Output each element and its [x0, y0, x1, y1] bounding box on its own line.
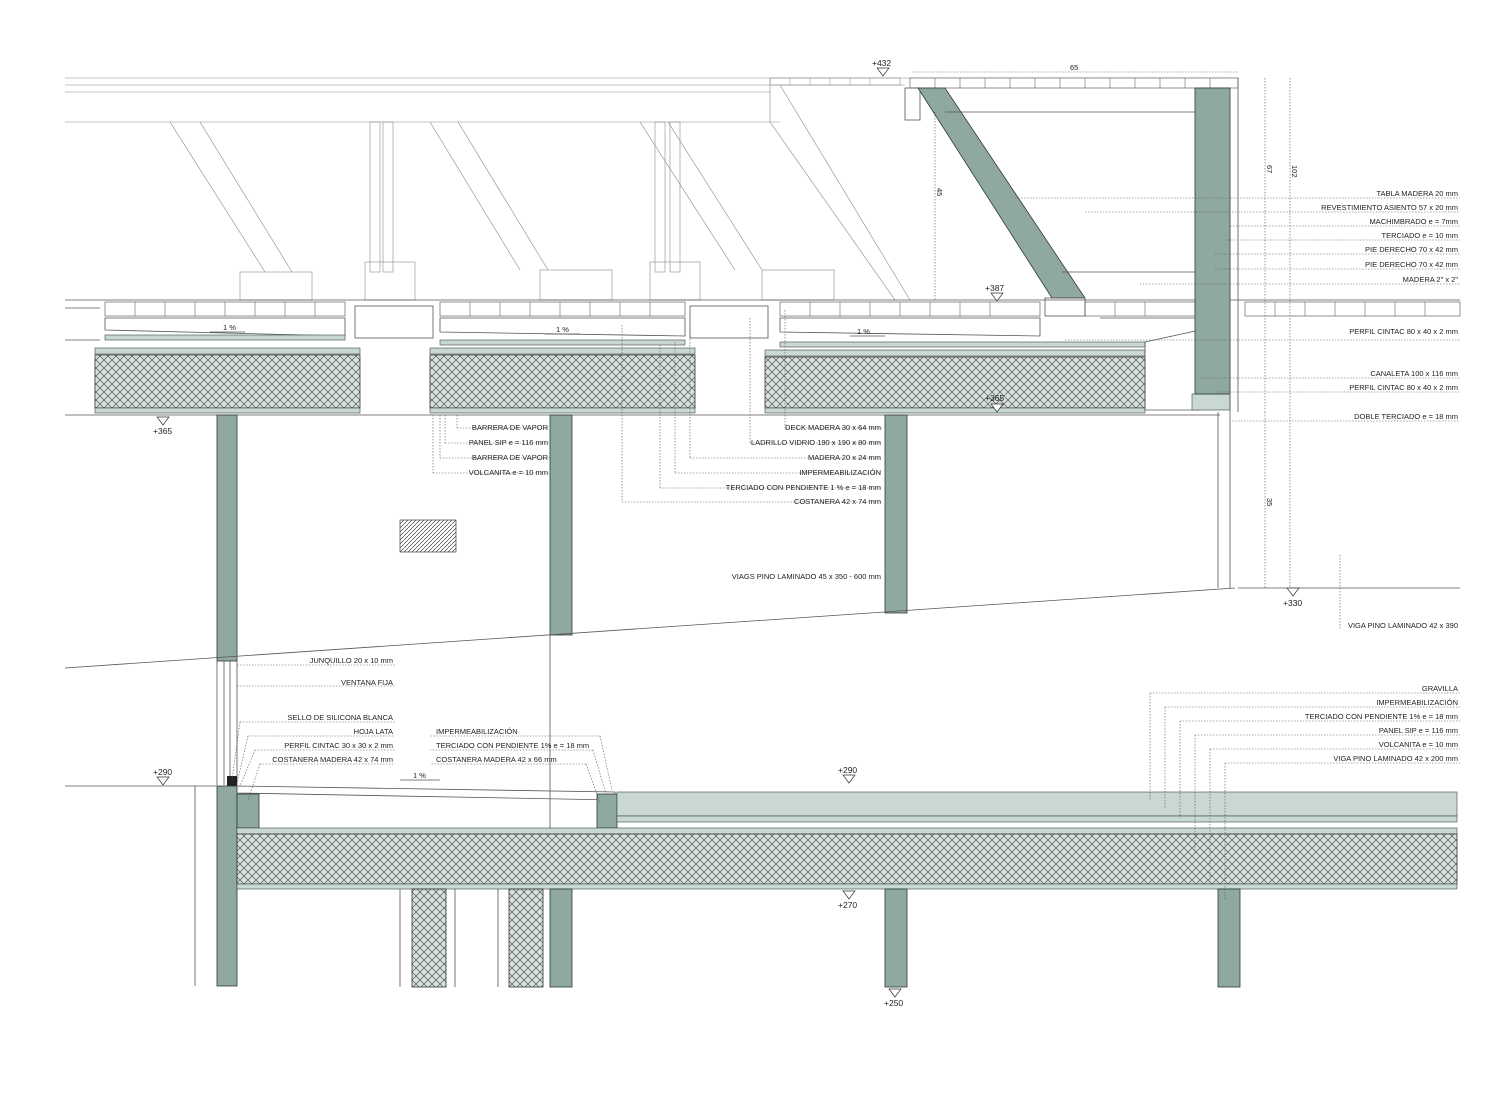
- svg-text:+365: +365: [153, 426, 172, 436]
- svg-text:+270: +270: [838, 900, 857, 910]
- annotations-window: JUNQUILLO 20 x 10 mm VENTANA FIJA SELLO …: [231, 656, 613, 803]
- hatched-vent: [399, 519, 457, 553]
- fixed-window: [216, 661, 238, 786]
- svg-text:BARRERA DE VAPOR: BARRERA DE VAPOR: [472, 453, 549, 462]
- bench-structure: [904, 77, 1239, 588]
- svg-text:VOLCANITA e = 10 mm: VOLCANITA e = 10 mm: [1379, 740, 1458, 749]
- svg-text:MADERA 2" x 2": MADERA 2" x 2": [1403, 275, 1459, 284]
- svg-text:JUNQUILLO 20 x 10 mm: JUNQUILLO 20 x 10 mm: [310, 656, 393, 665]
- level-365-right: +365: [985, 393, 1004, 413]
- svg-text:MACHIMBRADO e = 7mm: MACHIMBRADO e = 7mm: [1369, 217, 1458, 226]
- level-432: +432: [872, 58, 891, 77]
- svg-text:+290: +290: [838, 765, 857, 775]
- annotations-lower-right: GRAVILLA IMPERMEABILIZACIÓN TERCIADO CON…: [1149, 684, 1460, 900]
- annotations-middle: BARRERA DE VAPOR PANEL SIP e = 116 mm BA…: [432, 310, 882, 581]
- svg-text:+290: +290: [153, 767, 172, 777]
- svg-text:TERCIADO CON PENDIENTE 1 % e =: TERCIADO CON PENDIENTE 1 % e = 18 mm: [726, 483, 881, 492]
- svg-text:SELLO DE SILICONA BLANCA: SELLO DE SILICONA BLANCA: [288, 713, 393, 722]
- svg-text:VIGA PINO LAMINADO 42 x 390: VIGA PINO LAMINADO 42 x 390: [1348, 621, 1458, 630]
- svg-text:PERFIL CINTAC 30 x 30 x 2 mm: PERFIL CINTAC 30 x 30 x 2 mm: [284, 741, 393, 750]
- svg-text:+250: +250: [884, 998, 903, 1008]
- level-270: +270: [838, 890, 857, 910]
- svg-text:VENTANA FIJA: VENTANA FIJA: [341, 678, 393, 687]
- svg-text:DOBLE TERCIADO e = 18 mm: DOBLE TERCIADO e = 18 mm: [1354, 412, 1458, 421]
- level-250: +250: [884, 988, 903, 1008]
- svg-text:TERCIADO CON PENDIENTE 1% e =: TERCIADO CON PENDIENTE 1% e = 18 mm: [1305, 712, 1458, 721]
- level-290-right: +290: [838, 765, 857, 784]
- slope-markers: 1 % 1 % 1 % 1 %: [210, 323, 885, 781]
- svg-text:MADERA 20 x 24 mm: MADERA 20 x 24 mm: [808, 453, 881, 462]
- svg-text:+387: +387: [985, 283, 1004, 293]
- svg-text:GRAVILLA: GRAVILLA: [1422, 684, 1458, 693]
- laminated-beams: [64, 414, 1460, 828]
- svg-text:1 %: 1 %: [223, 323, 236, 332]
- svg-text:67: 67: [1265, 165, 1274, 173]
- annotations-right-upper: TABLA MADERA 20 mm REVESTIMIENTO ASIENTO…: [1015, 189, 1460, 630]
- svg-text:COSTANERA MADERA 42 x 74 mm: COSTANERA MADERA 42 x 74 mm: [272, 755, 393, 764]
- svg-text:VIAGS PINO LAMINADO 45 x 350 -: VIAGS PINO LAMINADO 45 x 350 - 600 mm: [732, 572, 881, 581]
- svg-text:IMPERMEABILIZACIÓN: IMPERMEABILIZACIÓN: [799, 468, 881, 477]
- svg-text:PERFIL CINTAC 80 x 40 x 2 mm: PERFIL CINTAC 80 x 40 x 2 mm: [1349, 327, 1458, 336]
- svg-text:TERCIADO CON PENDIENTE 1% e =: TERCIADO CON PENDIENTE 1% e = 18 mm: [436, 741, 589, 750]
- dimension-lines: 65 45 67 102 35: [912, 63, 1299, 588]
- svg-text:PIE DERECHO 70 x 42 mm: PIE DERECHO 70 x 42 mm: [1365, 245, 1458, 254]
- svg-text:LADRILLO VIDRIO 190 x 190 x 80: LADRILLO VIDRIO 190 x 190 x 80 mm: [751, 438, 881, 447]
- svg-text:+432: +432: [872, 58, 891, 68]
- svg-text:PANEL SIP e = 116 mm: PANEL SIP e = 116 mm: [1379, 726, 1458, 735]
- svg-text:IMPERMEABILIZACIÓN: IMPERMEABILIZACIÓN: [1376, 698, 1458, 707]
- level-365-left: +365: [153, 416, 172, 436]
- svg-text:+365: +365: [985, 393, 1004, 403]
- svg-text:TERCIADO e = 10 mm: TERCIADO e = 10 mm: [1382, 231, 1458, 240]
- upper-roof-layer: [65, 299, 1461, 416]
- svg-text:TABLA MADERA 20 mm: TABLA MADERA 20 mm: [1376, 189, 1458, 198]
- svg-text:1 %: 1 %: [413, 771, 426, 780]
- background-roof-elevation: [65, 77, 1238, 301]
- svg-text:102: 102: [1290, 165, 1299, 178]
- svg-text:+330: +330: [1283, 598, 1302, 608]
- level-330: +330: [1283, 587, 1302, 608]
- level-markers: +432 +387 +365 +365 +330 +290 +290 +270: [153, 58, 1302, 1008]
- svg-text:DECK MADERA 30 x 64 mm: DECK MADERA 30 x 64 mm: [785, 423, 881, 432]
- svg-text:45: 45: [935, 188, 944, 196]
- svg-text:REVESTIMIENTO ASIENTO 57 x 20: REVESTIMIENTO ASIENTO 57 x 20 mm: [1321, 203, 1458, 212]
- svg-text:VOLCANITA e = 10 mm: VOLCANITA e = 10 mm: [469, 468, 548, 477]
- svg-text:BARRERA DE VAPOR: BARRERA DE VAPOR: [472, 423, 549, 432]
- svg-text:COSTANERA 42 x 74 mm: COSTANERA 42 x 74 mm: [794, 497, 881, 506]
- svg-text:VIGA PINO LAMINADO 42 x 200 mm: VIGA PINO LAMINADO 42 x 200 mm: [1333, 754, 1458, 763]
- level-387: +387: [985, 283, 1004, 302]
- svg-text:IMPERMEABILIZACIÓN: IMPERMEABILIZACIÓN: [436, 727, 518, 736]
- svg-text:PANEL SIP e = 116 mm: PANEL SIP e = 116 mm: [469, 438, 548, 447]
- svg-text:1 %: 1 %: [857, 327, 870, 336]
- glass-brick-row: [104, 301, 1461, 317]
- svg-text:65: 65: [1070, 63, 1078, 72]
- svg-text:PERFIL CINTAC 80 x 40 x 2 mm: PERFIL CINTAC 80 x 40 x 2 mm: [1349, 383, 1458, 392]
- level-290-left: +290: [153, 767, 172, 786]
- svg-text:COSTANERA MADERA 42 x 66 mm: COSTANERA MADERA 42 x 66 mm: [436, 755, 557, 764]
- lower-floor: [65, 785, 1458, 988]
- svg-text:1 %: 1 %: [556, 325, 569, 334]
- svg-text:CANALETA 100 x 116 mm: CANALETA 100 x 116 mm: [1370, 369, 1458, 378]
- svg-text:HOJA LATA: HOJA LATA: [354, 727, 393, 736]
- svg-text:35: 35: [1265, 498, 1274, 506]
- svg-text:PIE DERECHO 70 x 42 mm: PIE DERECHO 70 x 42 mm: [1365, 260, 1458, 269]
